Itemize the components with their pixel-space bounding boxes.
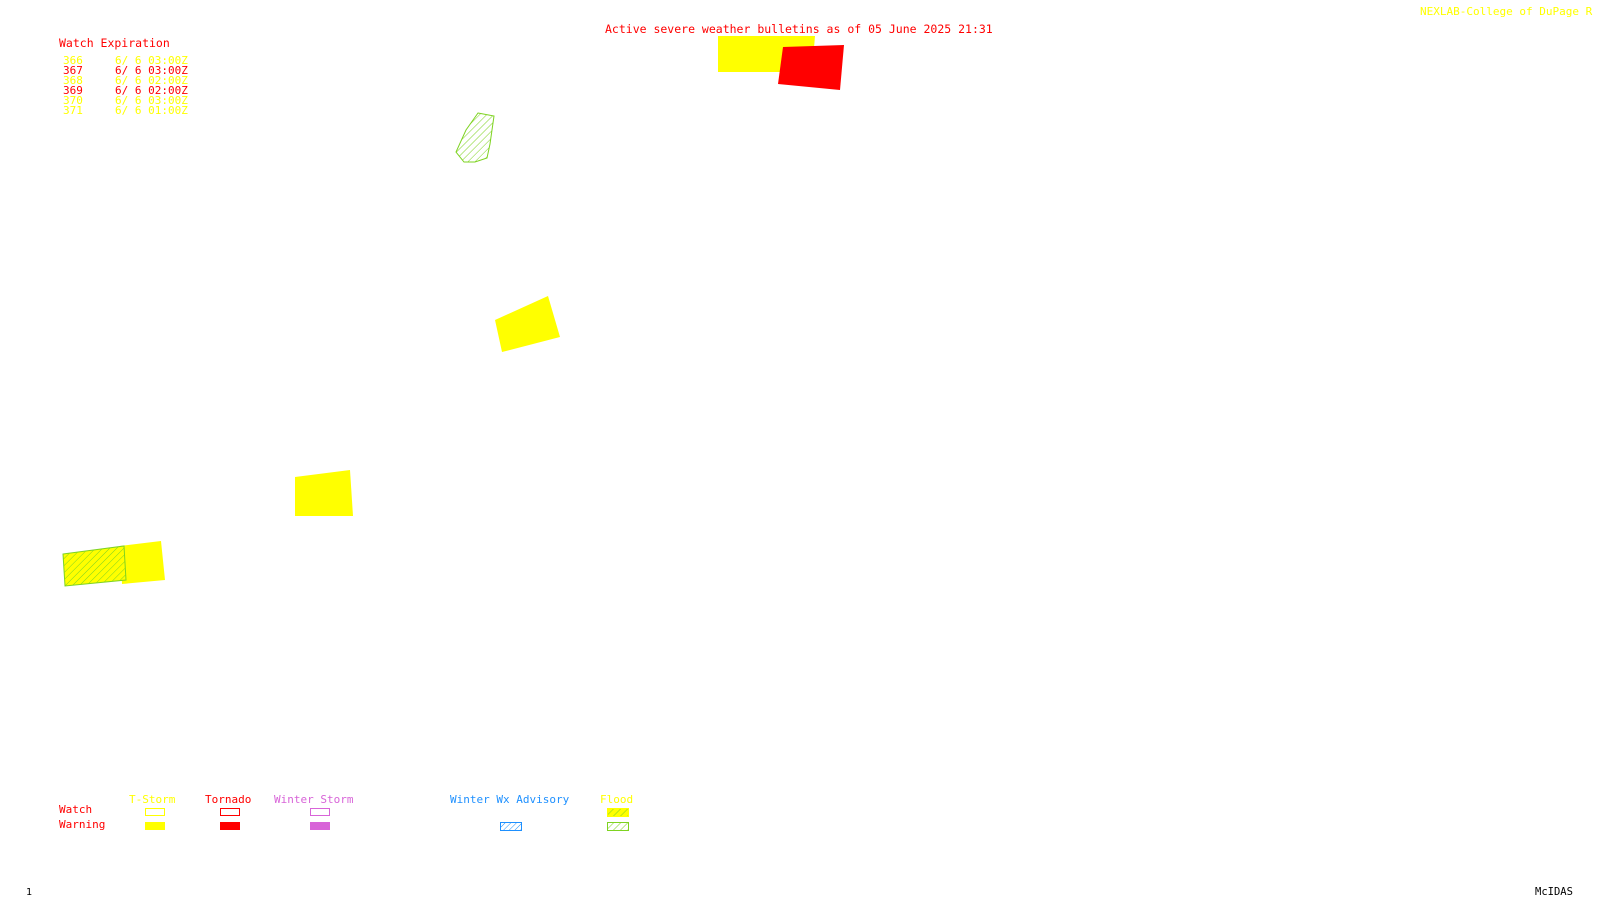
watch-time: 6/ 6 03:00Z xyxy=(115,54,188,67)
watch-time: 6/ 6 03:00Z xyxy=(115,64,188,77)
watch-time: 6/ 6 02:00Z xyxy=(115,74,188,87)
frame-number: 1 xyxy=(26,887,33,898)
tstorm-warning-polygon xyxy=(120,541,165,584)
legend-tstorm-label: T-Storm xyxy=(129,793,176,806)
watch-id: 370 xyxy=(63,94,83,107)
watch-expiration-heading: Watch Expiration xyxy=(59,36,170,50)
legend-tornado-label: Tornado xyxy=(205,793,252,806)
watch-time: 6/ 6 02:00Z xyxy=(115,84,188,97)
watch-id: 367 xyxy=(63,64,83,77)
credit-label: NEXLAB-College of DuPage R xyxy=(1420,5,1593,18)
legend-winter-advisory-label: Winter Wx Advisory xyxy=(450,793,570,806)
watch-time: 6/ 6 03:00Z xyxy=(115,94,188,107)
legend-tornado-warning-swatch xyxy=(220,822,240,830)
watch-time: 6/ 6 01:00Z xyxy=(115,104,188,117)
legend-winter-storm-warning-swatch xyxy=(310,822,330,830)
watch-id: 369 xyxy=(63,84,83,97)
tornado-warning-polygon xyxy=(778,45,844,90)
watch-id: 371 xyxy=(63,104,83,117)
legend-watch-label: Watch xyxy=(59,803,93,816)
legend-flood-warning-swatch xyxy=(607,822,629,831)
flood-warning-polygon xyxy=(62,545,127,587)
legend-winter-storm-watch-swatch xyxy=(310,808,330,816)
legend-warning-label: Warning xyxy=(59,818,106,831)
software-label: McIDAS xyxy=(1535,886,1573,898)
tstorm-warning-polygon xyxy=(295,470,353,516)
watch-id: 368 xyxy=(63,74,83,87)
legend-winter-storm-label: Winter Storm xyxy=(274,793,354,806)
tstorm-warning-polygon xyxy=(495,296,560,352)
legend-tornado-watch-swatch xyxy=(220,808,240,816)
legend-flood-label: Flood xyxy=(600,793,634,806)
flood-warning-polygon xyxy=(455,112,495,163)
legend-flood-watch-swatch xyxy=(607,808,629,817)
watch-id: 366 xyxy=(63,54,83,67)
legend-tstorm-watch-swatch xyxy=(145,808,165,816)
legend-winter-advisory-swatch xyxy=(500,822,522,831)
legend-tstorm-warning-swatch xyxy=(145,822,165,830)
bulletin-title: Active severe weather bulletins as of 05… xyxy=(605,22,993,36)
